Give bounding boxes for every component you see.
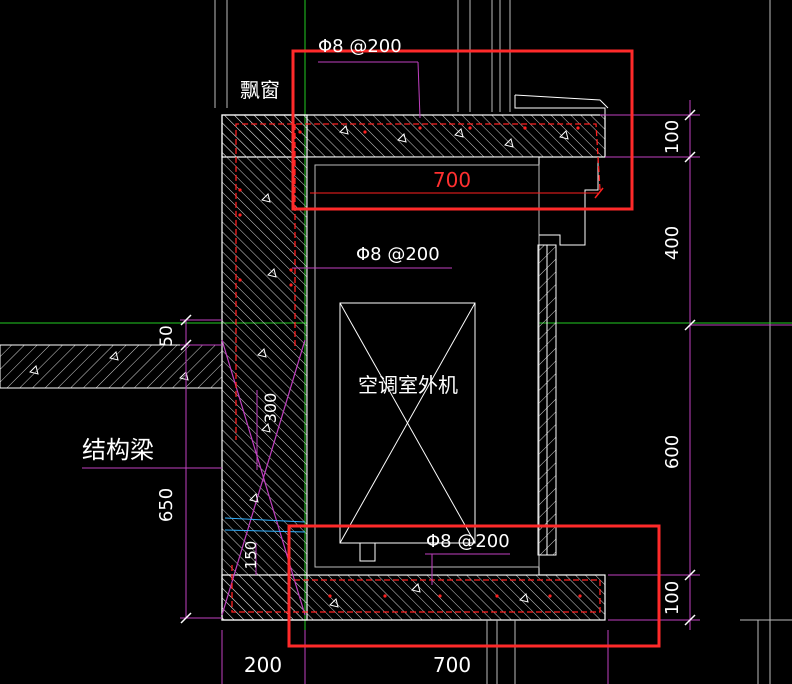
dim-300-inner: 300: [261, 393, 280, 424]
dim-100-right-bottom: 100: [662, 581, 683, 615]
bay-window-label: 飘窗: [240, 78, 280, 102]
window-frame: [514, 94, 609, 556]
dim-650-left: 650: [156, 488, 177, 522]
highlight-box-bottom: [287, 524, 661, 648]
dim-200-bottom: 200: [244, 653, 282, 677]
rebar-label-bottom: Φ8 @200: [426, 531, 510, 552]
rebar-label-side: Φ8 @200: [356, 244, 440, 265]
concrete-section: [221, 114, 606, 621]
lower-wall-lines: [486, 619, 792, 684]
structural-beam-label: 结构梁: [82, 436, 154, 464]
dimension-ticks: [180, 109, 696, 626]
leader-lines: [82, 61, 700, 621]
ac-unit-label: 空调室外机: [358, 373, 458, 397]
dim-400-right: 400: [662, 226, 683, 260]
rebar-label-top: Φ8 @200: [318, 36, 402, 57]
highlight-box-top: [291, 49, 634, 211]
hatch-markers: [29, 125, 569, 608]
cyan-marks: [224, 517, 306, 533]
dim-700-bottom: 700: [433, 653, 471, 677]
structural-beam-strip: [0, 344, 223, 389]
upper-wall-lines: [214, 0, 771, 684]
dim-150-inner: 150: [242, 541, 260, 570]
dimension-lines: [180, 100, 792, 684]
dim-50-left: 50: [157, 325, 177, 347]
rebar-dots: [238, 126, 582, 598]
dim-700-top: 700: [433, 168, 471, 192]
dim-600-right: 600: [662, 435, 683, 469]
dim-100-right-top: 100: [662, 120, 683, 154]
rebar-lines: [231, 123, 601, 613]
ac-unit: [339, 302, 476, 562]
